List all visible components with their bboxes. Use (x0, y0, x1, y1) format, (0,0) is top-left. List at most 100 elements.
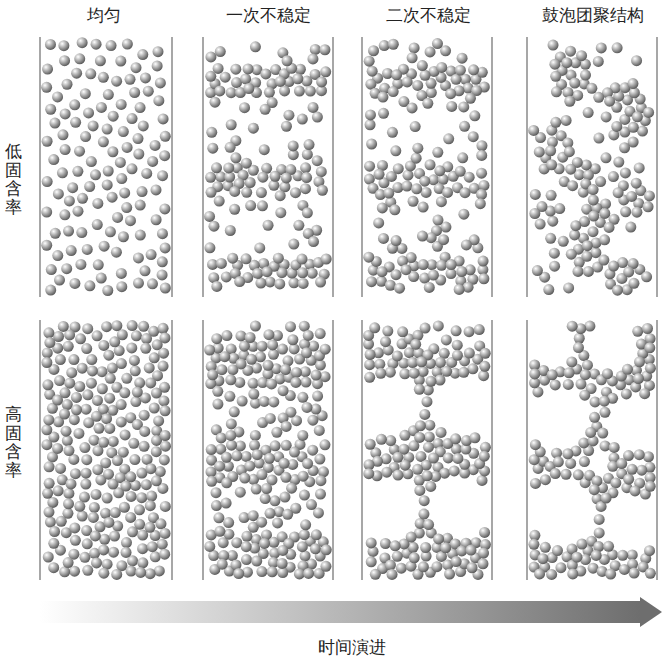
particle (149, 402, 160, 413)
particle (285, 321, 296, 332)
particle (281, 172, 292, 183)
particle (301, 377, 312, 388)
particle (314, 454, 325, 465)
particle (235, 330, 246, 341)
particle (102, 492, 113, 503)
particle (632, 326, 643, 337)
particle (319, 44, 330, 55)
particle (364, 161, 375, 172)
particle (644, 342, 655, 353)
particle (550, 379, 561, 390)
particle (229, 204, 240, 215)
particle (407, 102, 418, 113)
particle (315, 489, 326, 500)
particle (146, 491, 157, 502)
column-header: 二次不稳定 (386, 4, 471, 27)
particle-panel (362, 37, 492, 297)
particle (457, 152, 468, 163)
particle (252, 449, 263, 460)
particle (564, 146, 575, 157)
particle (540, 542, 551, 553)
particle (213, 512, 224, 523)
particle (300, 162, 311, 173)
particle (140, 343, 151, 354)
particle (567, 568, 578, 579)
particle (604, 96, 615, 107)
particle (256, 469, 267, 480)
particle-panel (203, 37, 333, 297)
particle (643, 451, 654, 462)
particle (273, 253, 284, 264)
particle (42, 176, 53, 187)
particle (627, 464, 638, 475)
particle (120, 481, 131, 492)
particle (110, 507, 121, 518)
particle (547, 216, 558, 227)
particle (212, 399, 223, 410)
particle (248, 389, 259, 400)
particle (458, 101, 469, 112)
particle (241, 187, 252, 198)
particle (91, 39, 102, 50)
particle (45, 285, 56, 296)
particle (272, 517, 283, 528)
particle (540, 474, 551, 485)
particle (320, 344, 331, 355)
particle (107, 363, 118, 374)
particle (63, 445, 74, 456)
particle (565, 46, 576, 57)
particle (609, 442, 620, 453)
particle (151, 446, 162, 457)
particle (119, 187, 130, 198)
particle (219, 351, 230, 362)
particle (619, 564, 630, 575)
particle (92, 395, 103, 406)
particle (72, 206, 83, 217)
particle (421, 187, 432, 198)
particle (92, 464, 103, 475)
particle (130, 365, 141, 376)
particle (76, 227, 87, 238)
particle (211, 162, 222, 173)
particle (588, 210, 599, 221)
particle (475, 198, 486, 209)
particle (97, 383, 108, 394)
particle (288, 140, 299, 151)
particle (425, 159, 436, 170)
particle (436, 260, 447, 271)
particle (157, 269, 168, 280)
particle (223, 162, 234, 173)
particle (250, 321, 261, 332)
particle (634, 356, 645, 367)
particle (71, 404, 82, 415)
particle (50, 228, 61, 239)
particle (127, 320, 138, 331)
particle (452, 340, 463, 351)
particle (48, 562, 59, 573)
particle (215, 46, 226, 57)
particle (69, 99, 80, 110)
particle (264, 453, 275, 464)
particle (98, 136, 109, 147)
particle (43, 507, 54, 518)
particle (92, 219, 103, 230)
particle (63, 226, 74, 237)
particle (317, 185, 328, 196)
particle (115, 157, 126, 168)
particle (561, 115, 572, 126)
particle (364, 372, 375, 383)
particle (160, 441, 171, 452)
particle (41, 357, 52, 368)
particle (307, 415, 318, 426)
particle (415, 420, 426, 431)
column-wall (171, 320, 173, 580)
particle (467, 562, 478, 573)
particle (74, 146, 85, 157)
particle (573, 469, 584, 480)
particle (146, 249, 157, 260)
particle (628, 122, 639, 133)
particle (455, 166, 466, 177)
particle (599, 407, 610, 418)
particle (558, 236, 569, 247)
particle (132, 387, 143, 398)
